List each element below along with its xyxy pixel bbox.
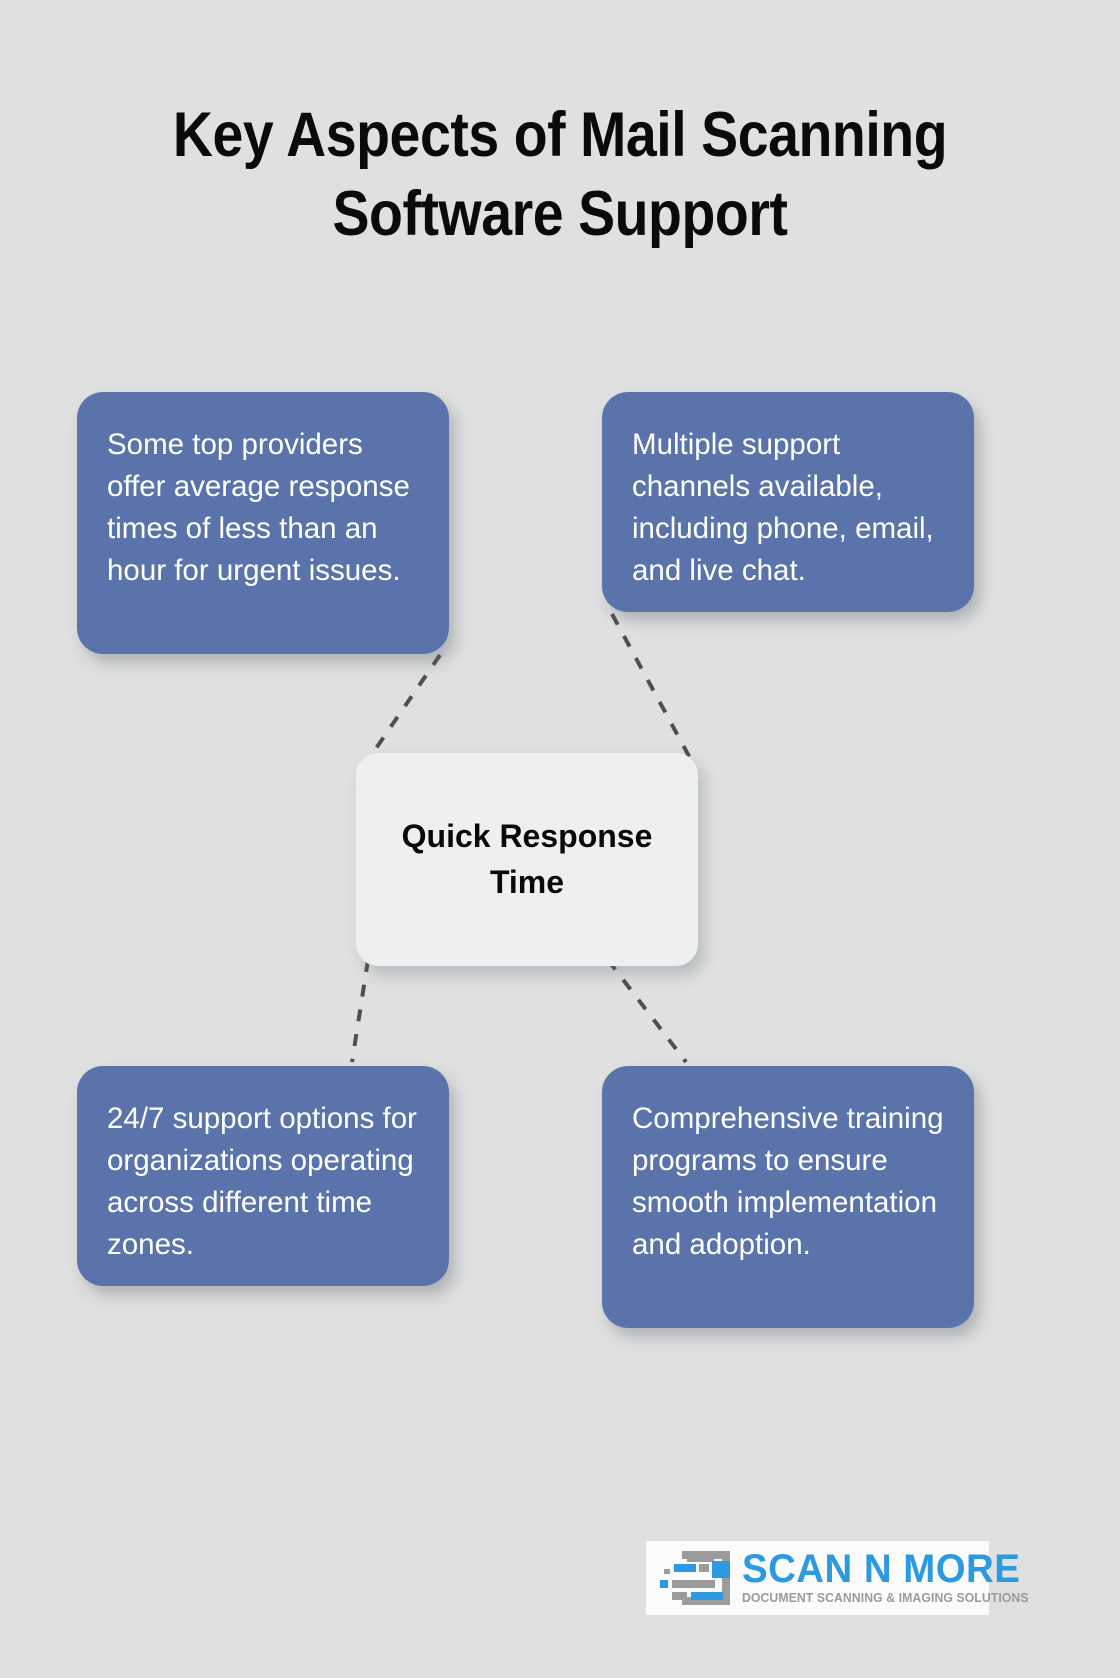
logo-name: SCAN N MORE	[742, 1546, 1021, 1591]
document-scan-icon	[660, 1551, 730, 1605]
page-title: Key Aspects of Mail Scanning Software Su…	[172, 100, 948, 249]
connector-bottom-left	[350, 959, 370, 1063]
brand-logo: SCAN N MORE DOCUMENT SCANNING & IMAGING …	[646, 1541, 1028, 1615]
logo-wordmark: SCAN N MORE DOCUMENT SCANNING & IMAGING …	[742, 1546, 1037, 1607]
card-top-right-text: Multiple support channels available, inc…	[632, 428, 934, 587]
center-node-label: Quick Response Time	[401, 818, 653, 900]
card-bottom-right-text: Comprehensive training programs to ensur…	[632, 1102, 944, 1261]
connector-bottom-right	[606, 958, 688, 1064]
card-bottom-left: 24/7 support options for organizations o…	[77, 1066, 449, 1286]
card-top-right: Multiple support channels available, inc…	[602, 392, 974, 612]
logo-tagline: DOCUMENT SCANNING & IMAGING SOLUTIONS	[742, 1591, 1029, 1606]
card-bottom-left-text: 24/7 support options for organizations o…	[107, 1102, 417, 1261]
card-bottom-right: Comprehensive training programs to ensur…	[602, 1066, 974, 1328]
center-node: Quick Response Time	[356, 753, 698, 966]
connector-top-left	[366, 653, 442, 762]
card-top-left: Some top providers offer average respons…	[77, 392, 449, 654]
card-top-left-text: Some top providers offer average respons…	[107, 428, 410, 587]
connector-top-right	[610, 613, 692, 759]
